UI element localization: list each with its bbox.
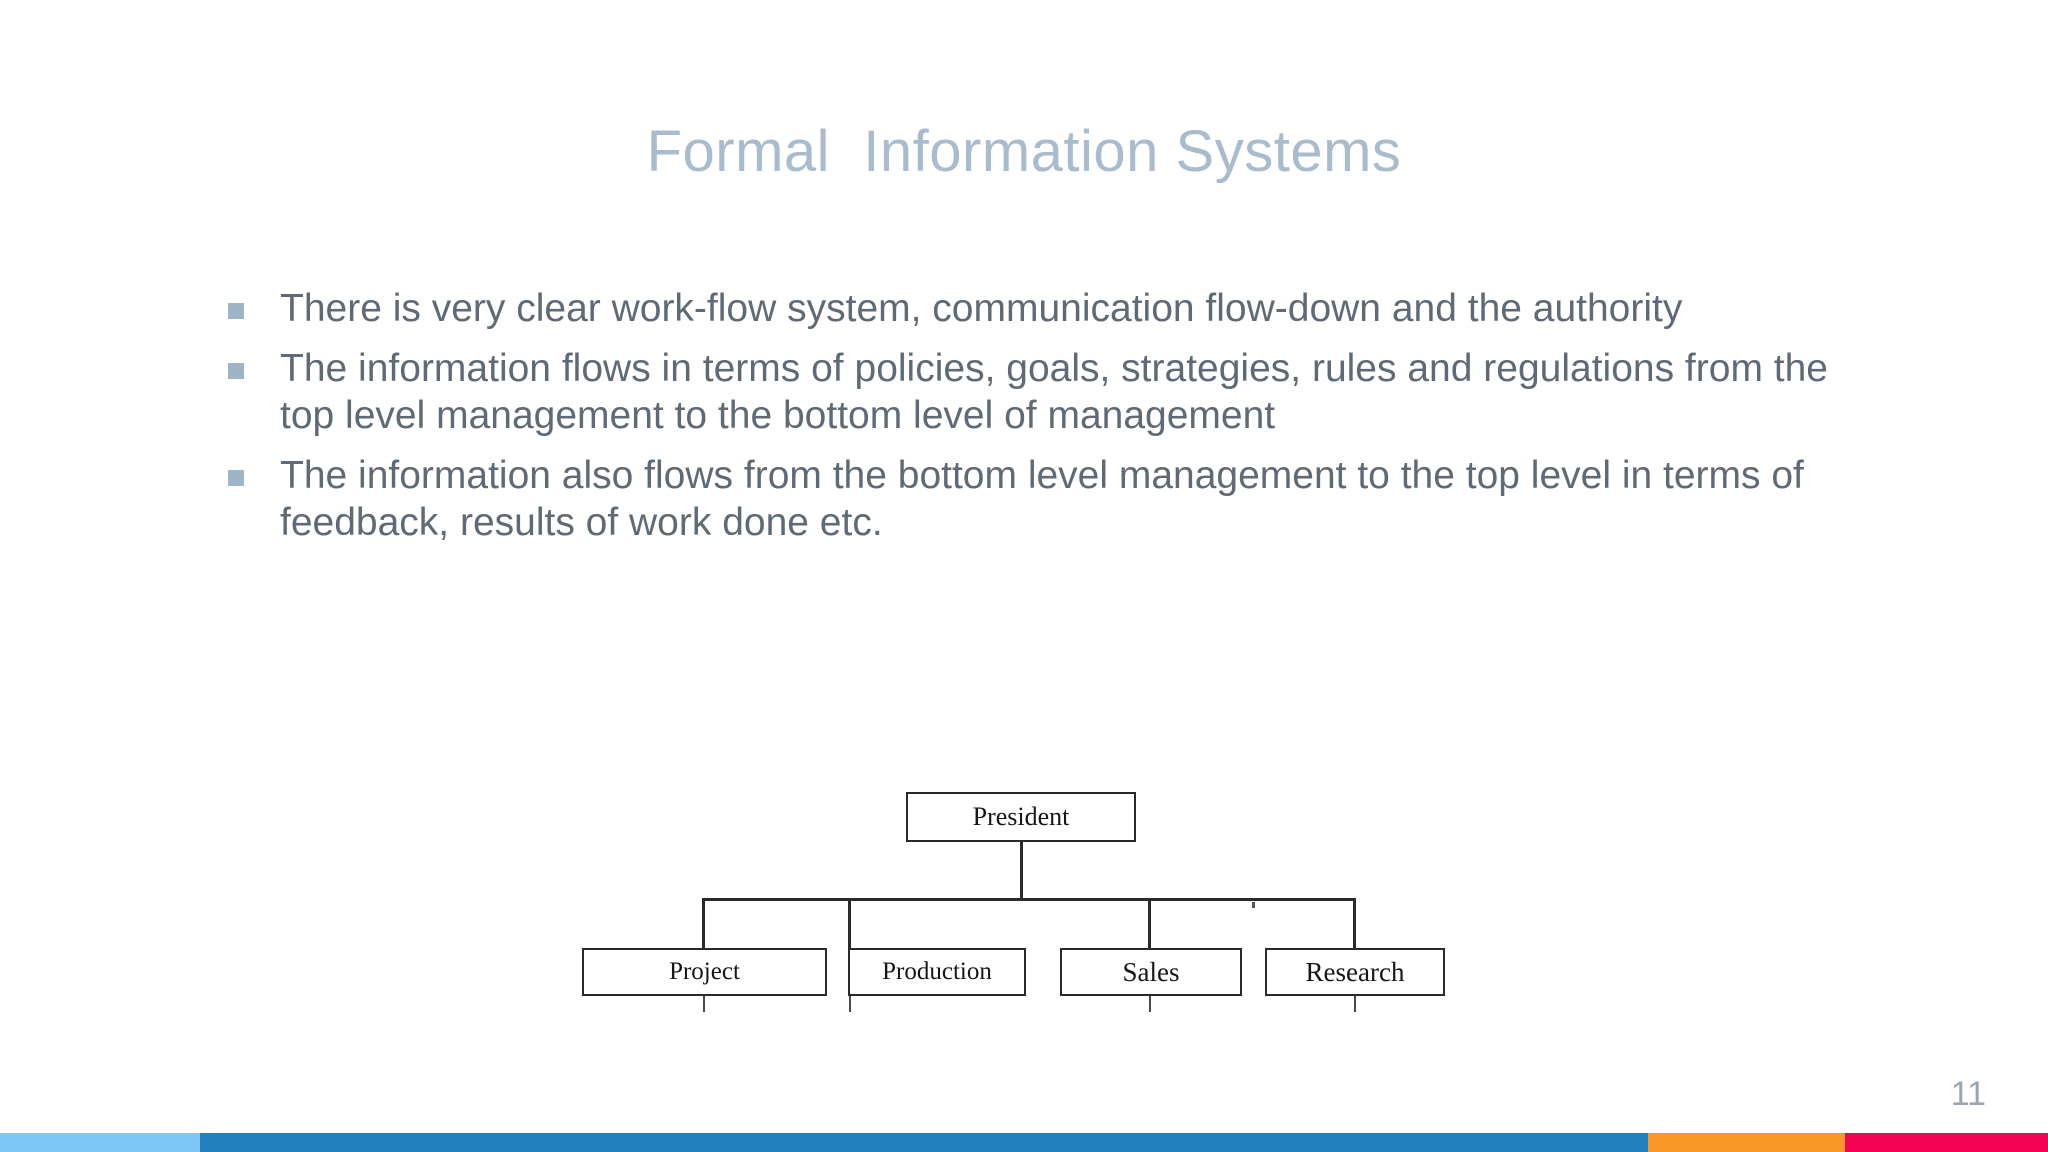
list-item: The information also flows from the bott… — [228, 452, 1828, 547]
connector-stub-research — [1354, 996, 1356, 1012]
connector-to-project — [702, 898, 705, 949]
bar-segment-dark-blue — [200, 1133, 1648, 1152]
connector-president-vertical — [1020, 842, 1023, 899]
list-item: The information flows in terms of polici… — [228, 345, 1828, 440]
connector-stub-production — [849, 996, 851, 1012]
connector-horizontal-bus — [702, 898, 1356, 901]
connector-stub-project — [703, 996, 705, 1012]
page-number: 11 — [1950, 1075, 1986, 1113]
connector-to-sales — [1148, 898, 1151, 949]
org-node-research: Research — [1265, 948, 1445, 996]
bar-segment-orange — [1648, 1133, 1845, 1152]
list-item-label: The information flows in terms of polici… — [280, 346, 1828, 438]
org-node-label: Project — [669, 958, 740, 985]
connector-to-research — [1353, 898, 1356, 949]
org-node-president: President — [906, 792, 1136, 842]
org-node-label: Production — [882, 958, 992, 985]
bar-segment-crimson — [1845, 1133, 2048, 1152]
org-node-sales: Sales — [1060, 948, 1242, 996]
connector-to-production — [848, 898, 851, 949]
bar-segment-light-blue — [0, 1133, 200, 1152]
connector-stub-sales — [1149, 996, 1151, 1012]
bottom-color-bar — [0, 1133, 2048, 1152]
org-node-label: Sales — [1122, 956, 1180, 987]
org-node-project: Project — [582, 948, 827, 996]
page-title: Formal Information Systems — [646, 119, 1402, 184]
square-bullet-icon — [228, 362, 244, 379]
org-node-production: Production — [848, 948, 1026, 996]
org-node-label: Research — [1305, 956, 1405, 987]
square-bullet-icon — [228, 469, 244, 486]
org-node-label: President — [972, 802, 1070, 831]
square-bullet-icon — [228, 303, 244, 319]
scan-speck-icon — [1252, 902, 1255, 908]
list-item-label: The information also flows from the bott… — [280, 453, 1804, 545]
organization-chart: President Project Production Sales Resea… — [560, 790, 1480, 1040]
list-item: There is very clear work-flow system, co… — [228, 285, 1828, 333]
list-item-label: There is very clear work-flow system, co… — [280, 287, 1683, 330]
bullet-list: There is very clear work-flow system, co… — [228, 285, 1828, 559]
